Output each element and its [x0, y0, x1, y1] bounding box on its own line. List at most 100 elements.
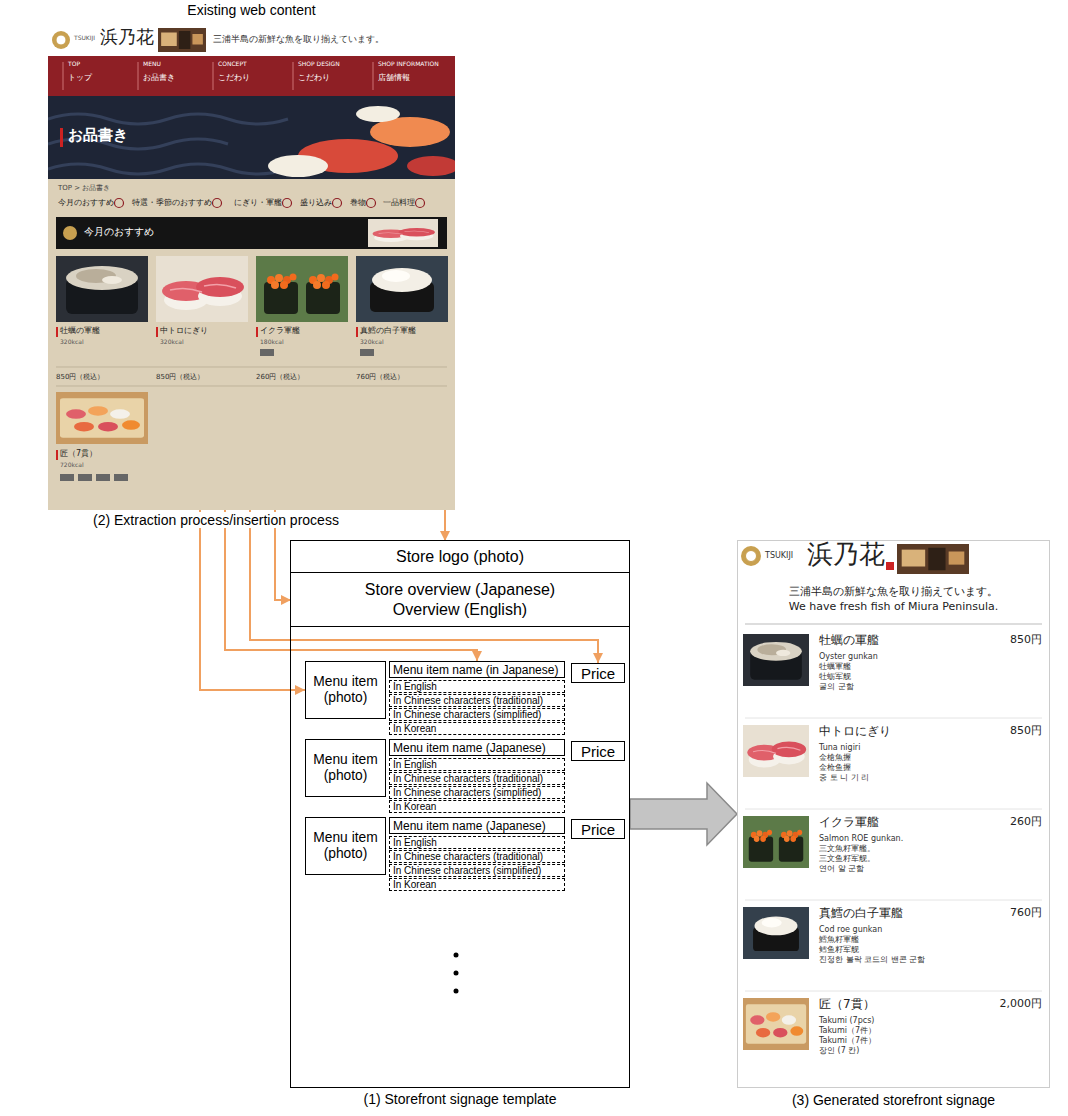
web-page-illustration-part [368, 219, 438, 247]
logo-slot: Store logo (photo) [291, 541, 629, 573]
photo-slot: Menu item (photo) [305, 817, 386, 875]
translation-slot: In Chinese characters (traditional) [389, 850, 565, 863]
screenshot-text: 特選・季節のおすすめ [132, 198, 212, 207]
web-page-illustration-part [260, 349, 274, 356]
web-page-illustration-part [56, 392, 148, 444]
web-page-illustration-part [156, 256, 248, 322]
slot-text: In Chinese characters (simplified) [393, 709, 541, 720]
signage-template: (1) Storefront signage templateStore log… [290, 540, 630, 1088]
slot-text: In Korean [393, 801, 436, 812]
slot-text: In Chinese characters (traditional) [393, 695, 543, 706]
slot-text: Menu item name (Japanese) [393, 741, 546, 755]
signage-text: 850円 [1010, 725, 1042, 738]
web-page-illustration-part [63, 226, 77, 240]
web-page-illustration-part [115, 199, 425, 208]
screenshot-text: 720kcal [60, 462, 84, 469]
screenshot-text: 店舗情報 [378, 73, 410, 82]
web-page-illustration-part [78, 474, 92, 481]
continuation-dots-part [454, 953, 459, 958]
slot-text: Overview (English) [393, 600, 527, 620]
signage-text: 真鱈の白子軍艦 [819, 907, 903, 921]
screenshot-text: 三浦半島の新鮮な魚を取り揃えています。 [213, 34, 384, 44]
slot-text: Price [581, 821, 615, 838]
web-page-illustration-part [96, 474, 110, 481]
slot-text: Menu item (photo) [309, 674, 382, 706]
signage-illustration-part [743, 816, 809, 868]
screenshot-text: イクラ軍艦 [260, 326, 300, 335]
signage-text: 760円 [1010, 907, 1042, 920]
caption: (3) Generated storefront signage [677, 1092, 1068, 1108]
screenshot-text: 中トロにぎり [160, 326, 208, 335]
screenshot-text: 260円（税込） [256, 373, 304, 381]
screenshot-text: 320kcal [360, 339, 384, 346]
screenshot-text: トップ [68, 73, 92, 82]
signage-illustration-part [886, 562, 894, 570]
translation-slot: In Korean [389, 722, 565, 735]
screenshot-text: MENU [143, 61, 161, 68]
signage-text: 850円 [1010, 634, 1042, 647]
web-page-illustration-part [56, 450, 58, 460]
signage-illustration-part [743, 998, 809, 1050]
continuation-dots [446, 945, 466, 1005]
signage-illustration-part [897, 544, 969, 574]
screenshot-text: 浜乃花 [100, 27, 154, 48]
web-page-illustration-part [56, 327, 58, 337]
signage-text: Tuna nigiri [819, 743, 860, 752]
web-page-screenshot: Existing web contentTSUKIJI浜乃花三浦半島の新鮮な魚を… [48, 24, 455, 510]
slot-text: In English [393, 759, 437, 770]
slot-text: In Chinese characters (simplified) [393, 787, 541, 798]
slot-text: Price [581, 743, 615, 760]
screenshot-text: 320kcal [160, 339, 184, 346]
name-slot: Menu item name (Japanese) [389, 817, 565, 834]
web-page-illustration-part [48, 96, 455, 179]
web-page-illustration-part [256, 327, 258, 337]
slot-text: In Korean [393, 879, 436, 890]
web-page-illustration-part [158, 28, 206, 52]
slot-text: Store logo (photo) [396, 547, 524, 567]
translation-slot: In Chinese characters (simplified) [389, 708, 565, 721]
translation-slot: In English [389, 680, 565, 693]
signage-illustration-part [738, 541, 1050, 1088]
photo-slot: Menu item (photo) [305, 739, 386, 797]
web-page-illustration-part [48, 24, 455, 510]
extraction-arrow [444, 510, 446, 541]
screenshot-text: SHOP DESIGN [298, 61, 340, 68]
web-page-illustration-part [52, 31, 70, 49]
signage-text: Takumi（7件） [819, 1026, 876, 1035]
signage-illustration-part [746, 551, 757, 562]
slot-text: Menu item name (Japanese) [393, 819, 546, 833]
web-page-illustration-part [407, 156, 455, 176]
signage-text: イクラ軍艦 [819, 816, 879, 830]
signage-text: Oyster gunkan [819, 652, 878, 661]
signage-illustration-part [743, 634, 809, 686]
web-page-illustration-part [48, 56, 455, 96]
continuation-dots-part [454, 989, 459, 994]
slot-text: In Chinese characters (traditional) [393, 773, 543, 784]
signage-illustration-part [745, 718, 1042, 991]
web-page-illustration-part [56, 217, 447, 249]
signage-text: 三文鱼籽军舰。 [819, 854, 875, 863]
slot-text: Price [581, 665, 615, 682]
screenshot-text: 匠（7貫） [60, 449, 97, 458]
flow-arrow [630, 783, 737, 845]
screenshot-text: 盛り込み [300, 198, 332, 207]
slot-text: In Korean [393, 723, 436, 734]
signage-text: Salmon ROE gunkan. [819, 834, 903, 843]
price-slot: Price [571, 741, 625, 761]
signage-text: 진정한 볼락 코드의 밴콘 군함 [819, 955, 925, 964]
web-page-illustration-part [367, 199, 376, 208]
web-page-illustration-part [356, 327, 358, 337]
screenshot-text: CONCEPT [218, 61, 247, 68]
web-page-illustration-part [60, 474, 74, 481]
slot-text: In Chinese characters (simplified) [393, 865, 541, 876]
screenshot-text: TOP [68, 61, 80, 68]
web-page-illustration-part [356, 106, 400, 122]
web-page-illustration-part [283, 199, 292, 208]
signage-text: 金槍魚握 [819, 753, 851, 762]
web-page-illustration [48, 24, 455, 510]
translation-slot: In Chinese characters (traditional) [389, 772, 565, 785]
screenshot-text: 今月のおすすめ [84, 226, 154, 238]
name-slot: Menu item name (in Japanese) [389, 661, 565, 678]
signage-text: 三文魚籽軍艦。 [819, 844, 875, 853]
signage-text: 260円 [1010, 816, 1042, 829]
